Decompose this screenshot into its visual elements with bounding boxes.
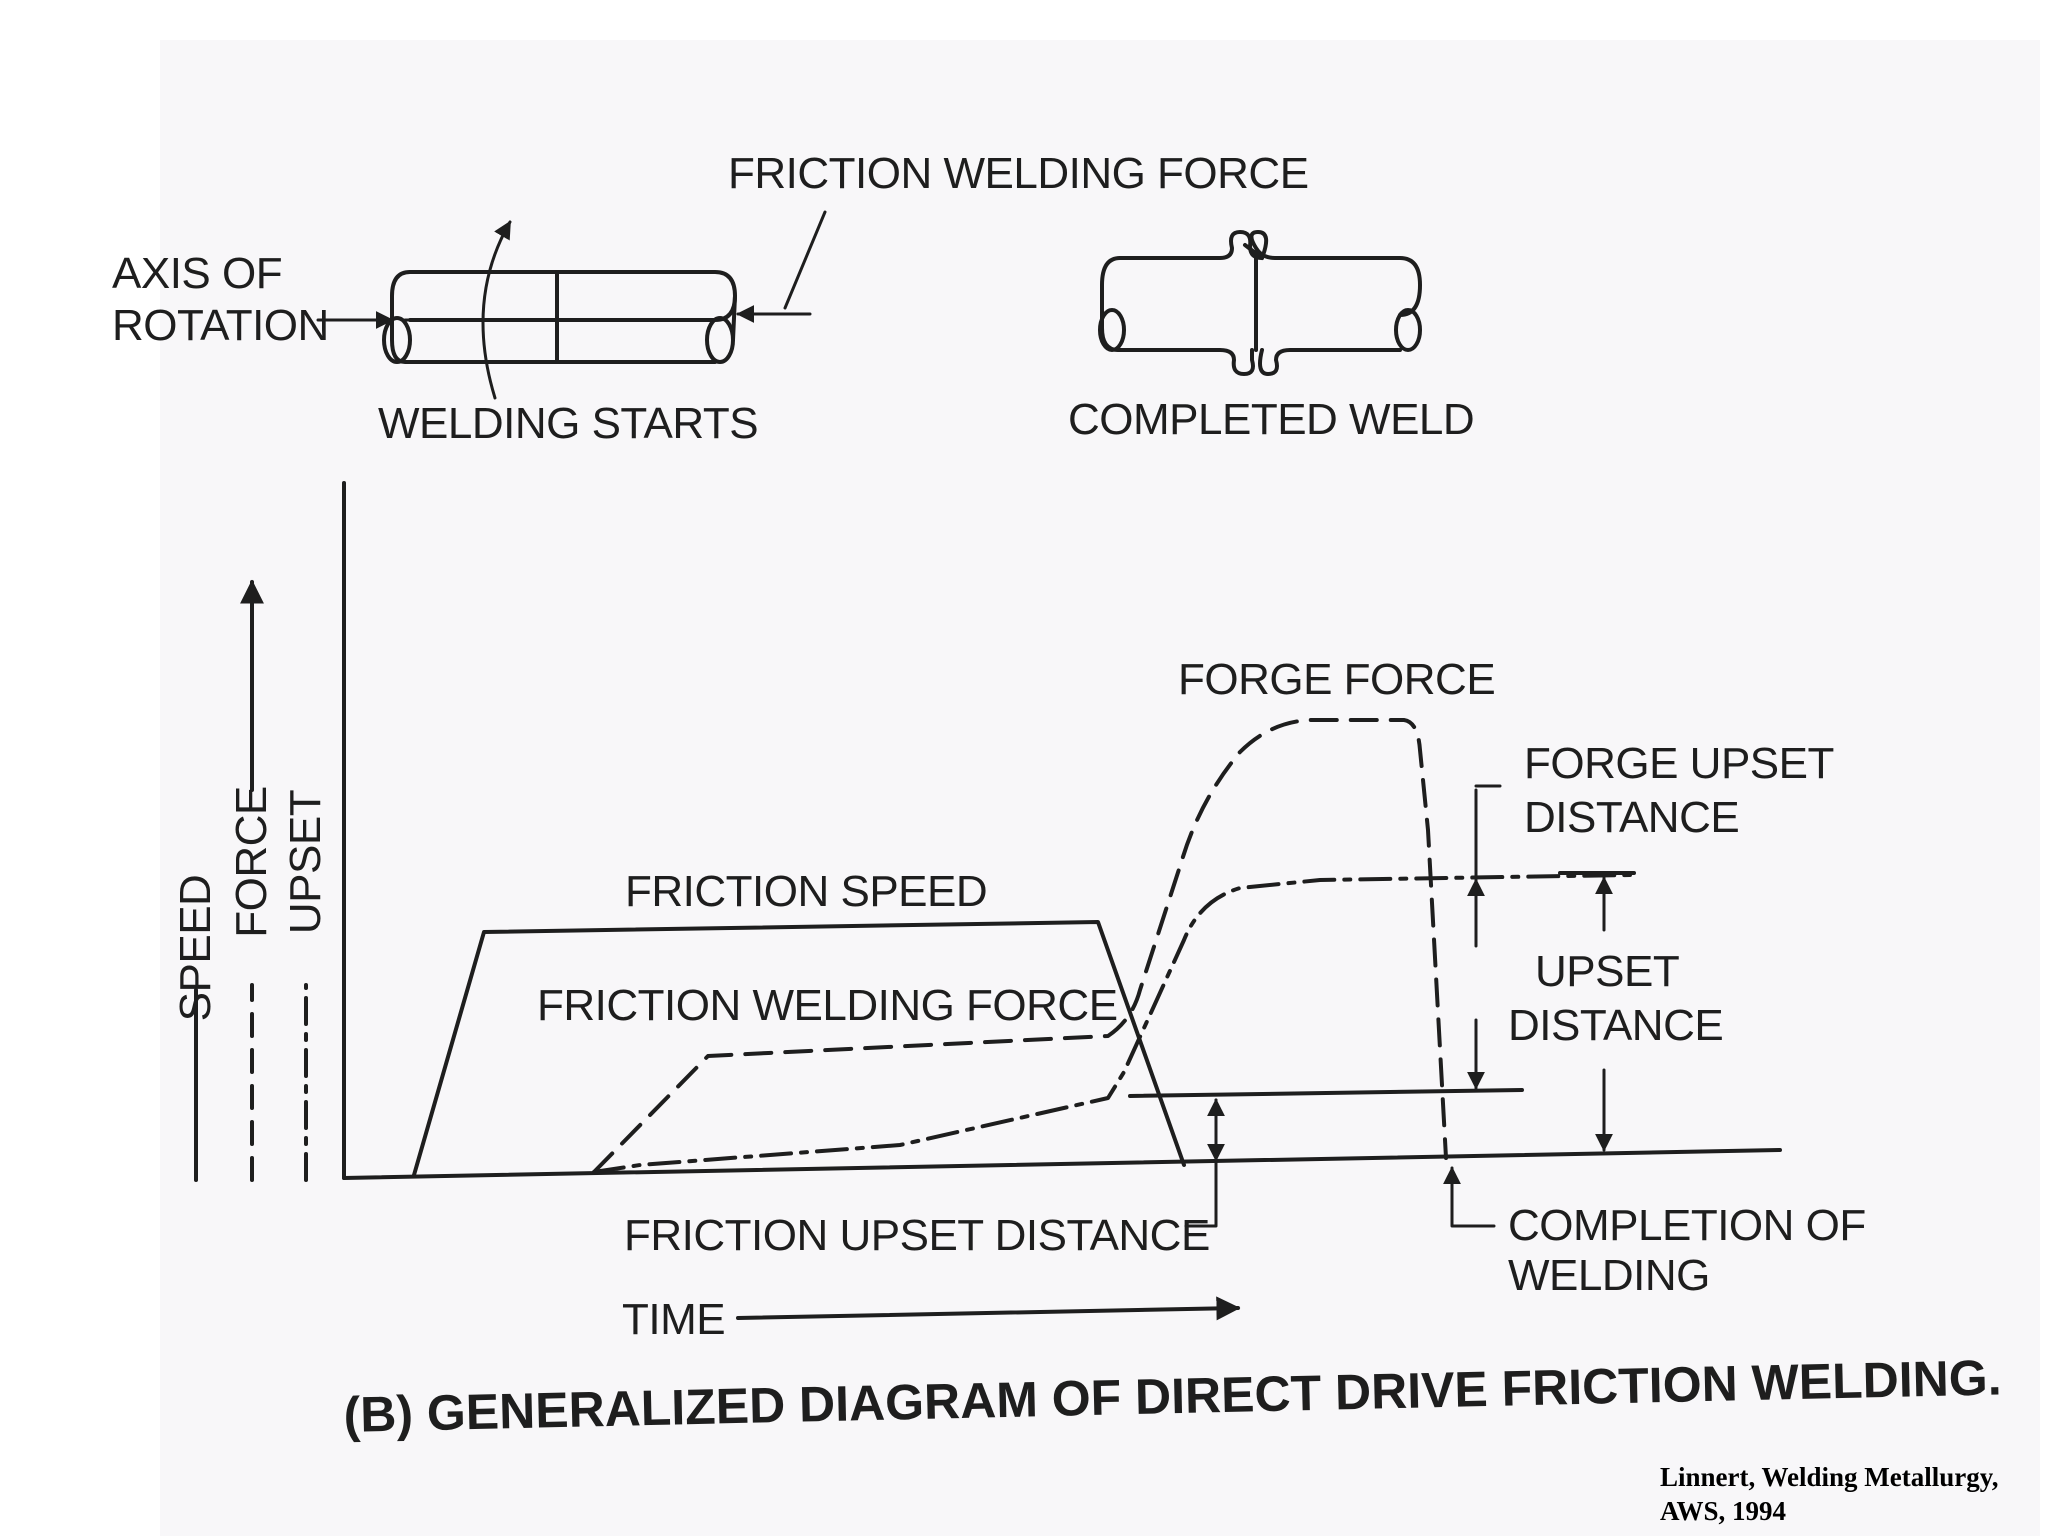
upset-curve bbox=[592, 873, 1632, 1174]
friction-upset-distance-label: FRICTION UPSET DISTANCE bbox=[624, 1211, 1210, 1260]
axis-of-rotation-label-2: ROTATION bbox=[112, 301, 329, 350]
axis-of-rotation-label-1: AXIS OF bbox=[112, 249, 282, 298]
friction-speed-label: FRICTION SPEED bbox=[625, 867, 987, 916]
time-arrow bbox=[736, 1296, 1241, 1321]
upset-legend-label: UPSET bbox=[281, 790, 330, 934]
completed-weld-cylinder bbox=[1098, 230, 1422, 376]
graph-x-axis bbox=[342, 1148, 1782, 1180]
completion-of-welding-label-2: WELDING bbox=[1508, 1251, 1710, 1300]
friction-upset-dimension bbox=[1184, 1098, 1225, 1228]
friction-force-leader bbox=[783, 210, 827, 310]
forge-upset-distance-label-1: FORGE UPSET bbox=[1524, 739, 1834, 788]
completed-weld-label: COMPLETED WELD bbox=[1068, 395, 1474, 444]
upset-distance-label-1: UPSET bbox=[1535, 947, 1679, 996]
citation-line-1: Linnert, Welding Metallurgy, bbox=[1660, 1462, 1999, 1492]
friction-welding-force-graph-label: FRICTION WELDING FORCE bbox=[537, 981, 1118, 1030]
friction-upset-line bbox=[1128, 1088, 1524, 1098]
welding-starts-label: WELDING STARTS bbox=[378, 399, 758, 448]
friction-welding-force-label: FRICTION WELDING FORCE bbox=[728, 149, 1309, 198]
upset-distance-label-2: DISTANCE bbox=[1508, 1001, 1723, 1050]
speed-legend-label: SPEED bbox=[171, 875, 220, 1022]
force-legend-label: FORCE bbox=[227, 786, 276, 938]
rotation-arrow-icon bbox=[481, 220, 512, 400]
citation-line-2: AWS, 1994 bbox=[1660, 1496, 1786, 1526]
completion-of-welding-label-1: COMPLETION OF bbox=[1508, 1201, 1866, 1250]
y-axis-legend: SPEED FORCE UPSET bbox=[171, 579, 330, 1182]
force-curve bbox=[592, 718, 1448, 1174]
forge-upset-dimension bbox=[1467, 784, 1502, 1090]
friction-speed-curve bbox=[412, 920, 1186, 1177]
time-label: TIME bbox=[622, 1295, 725, 1344]
completion-arrow bbox=[1443, 1166, 1496, 1228]
welding-starts-cylinder bbox=[382, 270, 737, 364]
forge-upset-distance-label-2: DISTANCE bbox=[1524, 793, 1739, 842]
forge-force-label: FORGE FORCE bbox=[1178, 655, 1495, 704]
